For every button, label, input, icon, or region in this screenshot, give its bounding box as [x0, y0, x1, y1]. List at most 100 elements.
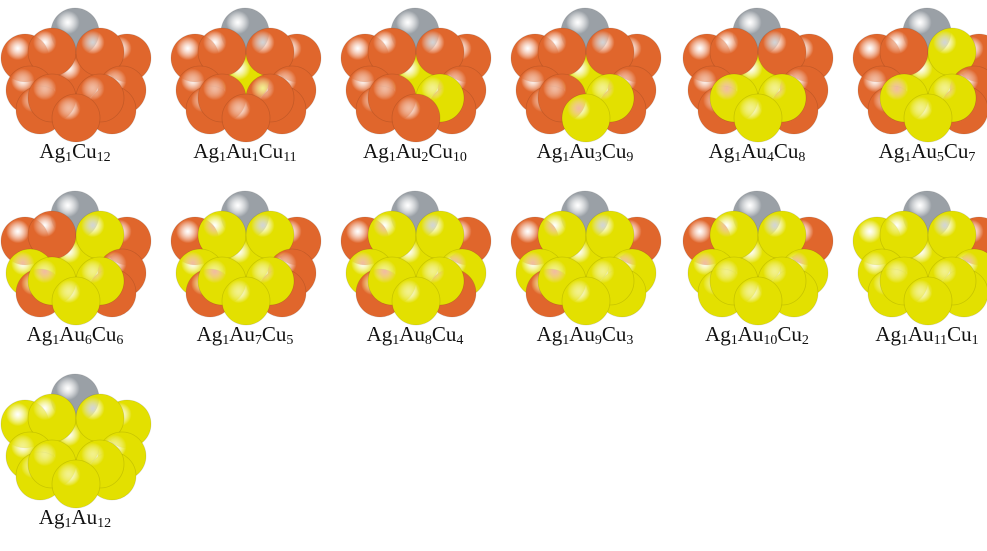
element-symbol: Cu	[601, 322, 627, 346]
element-symbol: Ag	[193, 139, 219, 163]
atom-count: 5	[936, 150, 944, 165]
cluster-formula-label: Ag1Au6Cu6	[0, 321, 150, 348]
atom-count: 11	[933, 333, 948, 348]
atom-count: 1	[64, 516, 72, 531]
atom-count: 1	[222, 333, 230, 348]
cu-atom	[391, 93, 441, 143]
atom-count: 5	[286, 333, 294, 348]
atom-count: 1	[562, 333, 570, 348]
au-atom	[561, 93, 611, 143]
cluster-model	[510, 7, 662, 143]
cluster-panel: Ag1Au2Cu10	[340, 0, 492, 180]
cluster-formula-label: Ag1Au11Cu1	[852, 321, 987, 348]
cluster-panel: Ag1Cu12	[0, 0, 152, 180]
element-symbol: Au	[569, 322, 595, 346]
atom-count: 1	[251, 150, 259, 165]
atom-count: 8	[424, 333, 432, 348]
element-symbol: Cu	[72, 139, 97, 163]
atom-count: 7	[968, 150, 976, 165]
cluster-panel: Ag1Au6Cu6	[0, 183, 152, 363]
cluster-model	[170, 7, 322, 143]
atom-count: 1	[52, 333, 60, 348]
cluster-model	[852, 190, 987, 326]
element-symbol: Ag	[878, 139, 905, 163]
element-symbol: Au	[569, 139, 595, 163]
atom-count: 1	[65, 150, 73, 165]
cluster-panel: Ag1Au5Cu7	[852, 0, 987, 180]
atom-count: 10	[452, 150, 467, 165]
element-symbol: Au	[911, 139, 937, 163]
element-symbol: Cu	[773, 139, 799, 163]
au-atom	[903, 276, 953, 326]
atom-count: 4	[766, 150, 774, 165]
element-symbol: Cu	[258, 139, 284, 163]
cluster-panel: Ag1Au3Cu9	[510, 0, 662, 180]
element-symbol: Au	[395, 139, 422, 163]
cluster-formula-label: Ag1Au2Cu10	[340, 138, 490, 165]
cluster-model	[340, 190, 492, 326]
cluster-panel: Ag1Au4Cu8	[682, 0, 834, 180]
cluster-formula-label: Ag1Au8Cu4	[340, 321, 490, 348]
element-symbol: Ag	[708, 139, 735, 163]
element-symbol: Ag	[26, 322, 53, 346]
cluster-panel: Ag1Au7Cu5	[170, 183, 322, 363]
atom-count: 3	[594, 150, 602, 165]
au-atom	[733, 93, 783, 143]
element-symbol: Cu	[777, 322, 802, 346]
cluster-formula-label: Ag1Au1Cu11	[170, 138, 320, 165]
element-symbol: Au	[59, 322, 85, 346]
atom-count: 7	[254, 333, 262, 348]
atom-count: 6	[84, 333, 92, 348]
atom-count: 11	[283, 150, 297, 165]
atom-count: 1	[392, 333, 400, 348]
cluster-panel: Ag1Au9Cu3	[510, 183, 662, 363]
atom-count: 12	[97, 516, 112, 531]
atom-count: 8	[798, 150, 806, 165]
au-atom	[221, 276, 271, 326]
element-symbol: Au	[71, 505, 98, 529]
cu-atom	[51, 93, 101, 143]
cluster-formula-label: Ag1Au3Cu9	[510, 138, 660, 165]
element-symbol: Cu	[91, 322, 117, 346]
atom-count: 1	[219, 150, 226, 165]
au-atom	[51, 459, 101, 509]
element-symbol: Ag	[875, 322, 901, 346]
element-symbol: Cu	[428, 139, 453, 163]
element-symbol: Au	[226, 139, 252, 163]
cluster-formula-label: Ag1Au10Cu2	[682, 321, 832, 348]
element-symbol: Cu	[431, 322, 457, 346]
au-atom	[51, 276, 101, 326]
cluster-model	[682, 7, 834, 143]
element-symbol: Ag	[536, 139, 563, 163]
cu-atom	[221, 93, 271, 143]
element-symbol: Au	[229, 322, 255, 346]
element-symbol: Ag	[38, 505, 65, 529]
cluster-panel: Ag1Au8Cu4	[340, 183, 492, 363]
cluster-panel: Ag1Au10Cu2	[682, 183, 834, 363]
element-symbol: Au	[741, 139, 767, 163]
cluster-panel: Ag1Au12	[0, 366, 152, 546]
cluster-model	[0, 190, 152, 326]
atom-count: 12	[96, 150, 111, 165]
atom-count: 1	[562, 150, 570, 165]
atom-count: 1	[971, 333, 979, 348]
cluster-formula-label: Ag1Au7Cu5	[170, 321, 320, 348]
atom-count: 10	[763, 333, 778, 348]
cluster-model	[0, 373, 152, 509]
atom-count: 1	[904, 150, 912, 165]
element-symbol: Au	[737, 322, 764, 346]
cluster-model	[852, 7, 987, 143]
cluster-panel: Ag1Au11Cu1	[852, 183, 987, 363]
cluster-model	[510, 190, 662, 326]
element-symbol: Cu	[601, 139, 627, 163]
atom-count: 1	[388, 150, 396, 165]
element-symbol: Au	[399, 322, 425, 346]
atom-count: 2	[421, 150, 429, 165]
element-symbol: Ag	[196, 322, 223, 346]
element-symbol: Au	[908, 322, 934, 346]
element-symbol: Cu	[261, 322, 287, 346]
cluster-formula-label: Ag1Au5Cu7	[852, 138, 987, 165]
atom-count: 9	[594, 333, 602, 348]
cluster-formula-label: Ag1Cu12	[0, 138, 150, 165]
atom-count: 6	[116, 333, 124, 348]
